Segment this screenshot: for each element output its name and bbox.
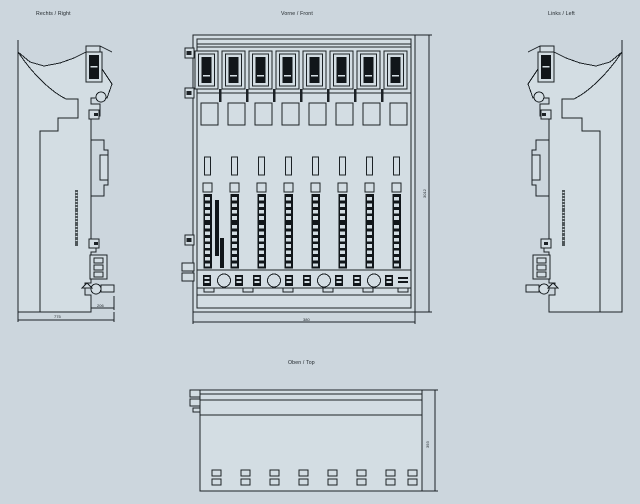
- front-module: [275, 50, 300, 90]
- front-connector-column: [310, 156, 321, 269]
- view-title-top: Oben / Top: [288, 360, 315, 366]
- left-view-terminal-block: [532, 254, 551, 280]
- top-view-dimension-lines: [422, 389, 438, 492]
- right-view-foot-hole: [90, 283, 102, 295]
- view-title-left: Links / Left: [548, 11, 575, 17]
- front-bottom-tray: [196, 269, 412, 296]
- left-view-pivot-hole: [533, 91, 545, 103]
- left-view-label-strip: [562, 190, 565, 246]
- right-view-top-connector: [85, 51, 103, 83]
- front-module: [221, 50, 246, 90]
- top-view-vent-grid: [211, 469, 418, 486]
- left-view-top-connector: [537, 51, 555, 83]
- front-connector-column: [337, 156, 348, 269]
- top-view-outline: [199, 389, 423, 492]
- front-connector-column: [283, 156, 294, 269]
- front-module: [383, 50, 408, 90]
- front-left-mount-rail: [181, 47, 195, 282]
- right-side-view: [17, 40, 115, 322]
- front-connector-column: [391, 156, 402, 269]
- front-standoff-pins: [219, 89, 384, 102]
- top-view: [189, 389, 438, 492]
- front-connector-column: [202, 156, 213, 269]
- top-view-left-tabs: [189, 389, 201, 413]
- front-connector-columns: [202, 156, 402, 269]
- dimension-label-right-depth: 206: [97, 303, 104, 308]
- front-module: [302, 50, 327, 90]
- dimension-label-right-width: 775: [54, 314, 61, 319]
- front-module: [356, 50, 381, 90]
- right-view-vent-slot: [99, 154, 109, 181]
- view-title-front: Vorne / Front: [281, 11, 313, 17]
- front-top-module-row: [194, 50, 408, 90]
- right-view-label-strip: [75, 190, 78, 246]
- front-view: [181, 34, 432, 324]
- front-module: [248, 50, 273, 90]
- front-connector-column: [229, 156, 240, 269]
- right-view-terminal-block: [89, 254, 108, 280]
- view-title-right: Rechts / Right: [36, 11, 71, 17]
- dimension-label-front-width: 380: [303, 317, 310, 322]
- front-connector-column: [364, 156, 375, 269]
- front-bay-row: [200, 102, 408, 126]
- front-module: [194, 50, 219, 90]
- left-side-view: [525, 40, 623, 313]
- front-connector-column: [256, 156, 267, 269]
- left-view-vent-slot: [531, 154, 541, 181]
- right-view-pivot-hole: [95, 91, 107, 103]
- front-module: [329, 50, 354, 90]
- left-view-foot-hole: [538, 283, 550, 295]
- front-view-dimension-lines: [192, 34, 432, 324]
- front-inserted-card: [215, 200, 224, 268]
- right-view-dimension-lines: [17, 296, 115, 322]
